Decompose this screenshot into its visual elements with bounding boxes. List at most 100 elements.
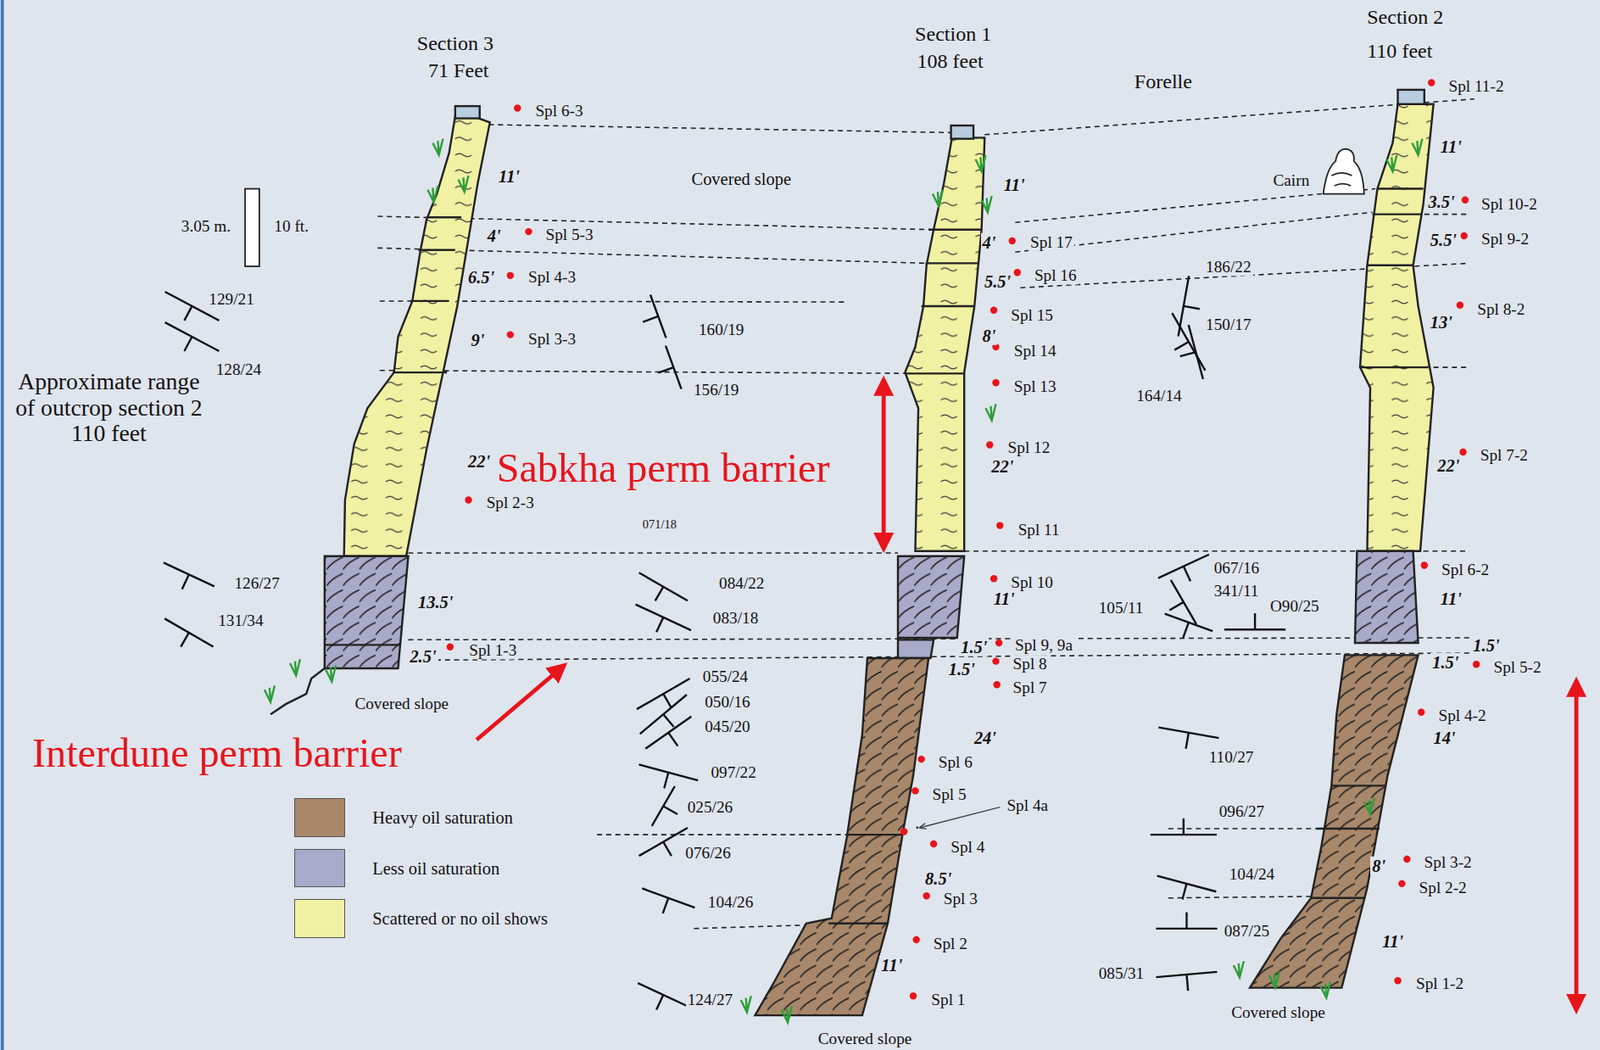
legend-text: Scattered or no oil shows — [372, 908, 548, 928]
sample-dot — [1472, 660, 1480, 668]
sample-label: Spl 1 — [929, 991, 967, 1010]
strike-dip-label: 105/11 — [1097, 599, 1146, 618]
grass-mark — [1411, 139, 1422, 156]
strike-dip-label: 071/18 — [641, 518, 679, 532]
strike-dip-label: 050/16 — [702, 692, 752, 711]
strike-line — [645, 716, 692, 749]
sample-label: Spl 7 — [1011, 679, 1049, 697]
bed-thickness: 2.5' — [407, 646, 438, 666]
bed-thickness: 4' — [981, 233, 998, 252]
strike-dip-label: 150/17 — [1204, 315, 1253, 334]
strike-dip-label: 083/18 — [711, 609, 760, 628]
strike-dip-label: 025/26 — [685, 797, 735, 816]
barrier-label: Interdune perm barrier — [30, 730, 404, 776]
dip-tick — [668, 732, 678, 747]
bed-thickness: 3.5' — [1426, 192, 1456, 212]
grass-mark — [981, 195, 993, 212]
sample-dot — [909, 992, 917, 999]
dip-tick — [1185, 912, 1188, 929]
dip-tick — [1183, 306, 1200, 309]
sample-label: Spl 14 — [1012, 341, 1059, 360]
strike-dip-label: 131/34 — [216, 611, 265, 630]
dip-tick — [655, 586, 664, 602]
sample-label: Spl 6-3 — [533, 102, 585, 121]
grass-mark — [985, 403, 996, 420]
sample-label: Spl 10 — [1009, 574, 1055, 592]
sample-dot — [1014, 268, 1021, 276]
range-note: Approximate range of outcrop section 2 1… — [10, 369, 208, 447]
grass-mark — [264, 685, 275, 702]
dip-tick — [656, 994, 664, 1010]
dip-tick — [1180, 351, 1197, 357]
sample-label: Spl 13 — [1012, 378, 1059, 396]
bed-thickness: 8' — [1370, 855, 1388, 875]
sample-label: Spl 5 — [931, 786, 969, 804]
bed-thickness: 11' — [1380, 931, 1405, 950]
sample-dot — [995, 639, 1003, 647]
sample-label: Spl 1-2 — [1414, 975, 1466, 993]
strike-dip-label: 087/25 — [1222, 921, 1272, 940]
sample-dot — [911, 786, 919, 794]
sample-label: Spl 11-2 — [1446, 78, 1506, 96]
covered-slope-label: Covered slope — [1229, 1003, 1327, 1021]
section-title: Forelle — [1132, 70, 1194, 93]
dip-tick — [1186, 974, 1188, 991]
grass-mark — [932, 189, 943, 207]
sample-dot — [992, 657, 999, 664]
note-label: Covered slope — [690, 168, 794, 188]
strike-dip-label: O90/25 — [1268, 596, 1322, 615]
bed-thickness: 11' — [1002, 175, 1027, 195]
strike-line — [639, 572, 688, 601]
sample-dot — [1417, 708, 1425, 716]
sample-label: Spl 11 — [1016, 520, 1062, 539]
bed-thickness: 22' — [466, 451, 492, 471]
sample-dot — [992, 379, 999, 386]
bed-thickness: 8.5' — [923, 869, 954, 888]
strike-dip-label: 104/24 — [1227, 865, 1277, 884]
bed-thickness: 14' — [1431, 728, 1457, 748]
dip-tick — [642, 316, 658, 323]
bed-thickness: 22' — [1435, 456, 1461, 475]
bed-thickness: 11' — [1438, 589, 1464, 608]
grass-mark — [975, 155, 986, 172]
strike-dip-label: 126/27 — [232, 574, 281, 593]
bed-thickness: 1.5' — [947, 659, 977, 679]
barrier-label: Sabkha perm barrier — [495, 445, 832, 491]
strike-line — [640, 694, 687, 734]
dip-tick — [1186, 732, 1189, 749]
strike-dip-label: 156/19 — [691, 380, 741, 399]
sample-dots — [446, 78, 1481, 999]
dip-tick — [183, 306, 192, 321]
dip-tick — [663, 693, 672, 709]
sample-label: Spl 6 — [936, 752, 975, 771]
bed-thickness: 6.5' — [466, 267, 497, 287]
bed-thickness: 13.5' — [416, 592, 455, 612]
sample-dot — [1398, 880, 1405, 887]
dip-tick — [182, 574, 190, 589]
covered-slope-label: Covered slope — [352, 695, 451, 714]
bed-thickness: 11' — [992, 589, 1017, 608]
strike-dip-label: 341/11 — [1212, 581, 1261, 600]
strike-dip-label: 104/26 — [706, 892, 755, 911]
sample-dot — [1427, 78, 1435, 86]
strike-line — [165, 322, 220, 352]
sample-dot — [990, 306, 998, 314]
sample-label: Spl 16 — [1032, 266, 1079, 285]
sample-label: Spl 8-2 — [1475, 300, 1527, 318]
sample-label: Spl 2-3 — [485, 494, 536, 513]
scale-bar — [245, 189, 260, 267]
sample-label: Spl 3-2 — [1422, 852, 1474, 871]
grass-mark — [289, 658, 301, 675]
sample-dot — [1460, 232, 1468, 240]
grass-mark — [1320, 981, 1331, 998]
sample-dot — [990, 574, 998, 582]
dip-tick — [663, 897, 669, 914]
strike-dip-label: 124/27 — [685, 991, 735, 1010]
section-title: Section 2 — [1365, 5, 1445, 28]
strike-dip-label: 067/16 — [1212, 559, 1261, 578]
grass-mark — [432, 139, 443, 156]
sample-label: Spl 17 — [1028, 234, 1075, 252]
dip-tick — [183, 336, 192, 352]
barrier-arrows — [476, 379, 1577, 1011]
sample-label: Spl 3 — [942, 890, 980, 909]
